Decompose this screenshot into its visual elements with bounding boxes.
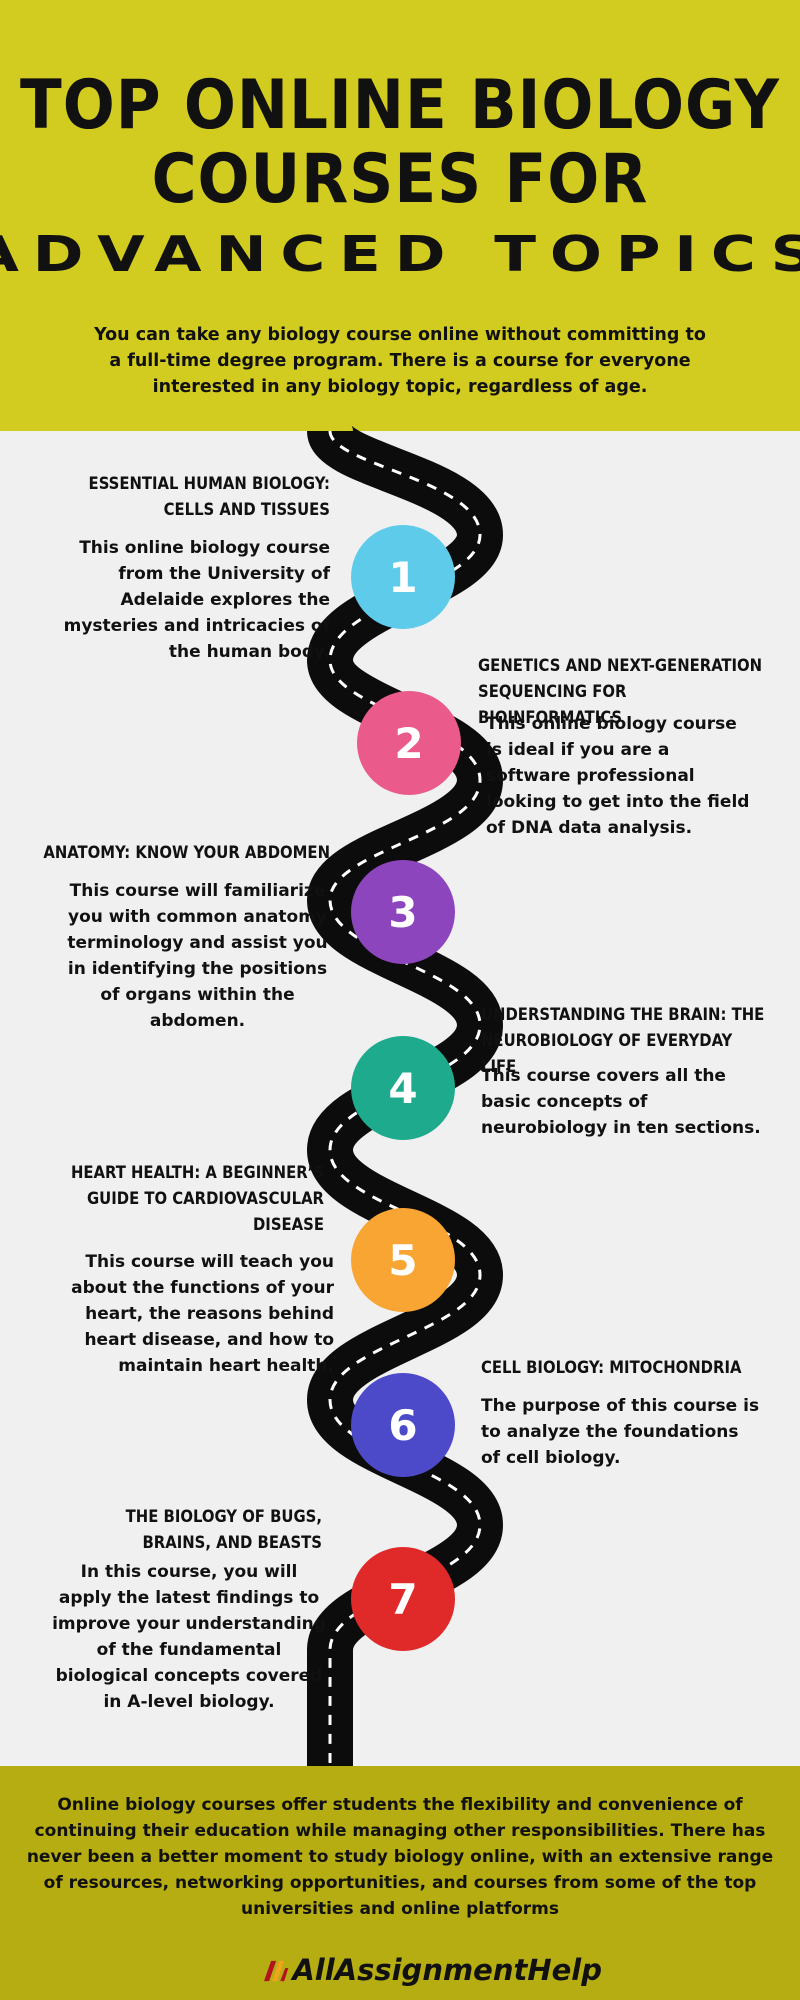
course-6-badge: 6 <box>351 1373 455 1477</box>
brand-mark-icon <box>264 1960 289 1982</box>
course-4-badge: 4 <box>351 1036 455 1140</box>
course-7-badge: 7 <box>351 1547 455 1651</box>
brand-logo[interactable]: AllAssignmentHelp <box>262 1948 602 1992</box>
course-1-badge: 1 <box>351 525 455 629</box>
course-7-title: THE BIOLOGY OF BUGS, BRAINS, AND BEASTS <box>125 1507 322 1552</box>
course-1-title: ESSENTIAL HUMAN BIOLOGY: CELLS AND TISSU… <box>88 474 330 519</box>
course-5-description: This course will teach you about the fun… <box>71 1252 334 1376</box>
header-band <box>0 0 800 431</box>
course-1-description: This online biology course from the Univ… <box>63 538 330 662</box>
road-center-line <box>328 430 482 1770</box>
course-2-badge: 2 <box>357 691 461 795</box>
course-4-title: UNDERSTANDING THE BRAIN: THE NEUROBIOLOG… <box>481 1005 765 1076</box>
course-6-description: The purpose of this course is to analyze… <box>481 1396 760 1468</box>
footer-band <box>0 1766 800 2000</box>
brand-name: AllAssignmentHelp <box>292 1953 602 1987</box>
course-5-badge: 5 <box>351 1208 455 1312</box>
course-5-title: HEART HEALTH: A BEGINNER’S GUIDE TO CARD… <box>70 1163 324 1234</box>
course-3-description: This course will familiarize you with co… <box>67 881 328 1031</box>
title-line-1: TOP ONLINE BIOLOGY <box>20 66 780 145</box>
closing-text: Online biology courses offer students th… <box>26 1795 774 1919</box>
course-6-title: CELL BIOLOGY: MITOCHONDRIA <box>481 1358 742 1377</box>
title-line-2: COURSES FOR <box>151 140 649 219</box>
course-3-badge: 3 <box>351 860 455 964</box>
course-2-title: GENETICS AND NEXT-GENERATION SEQUENCING … <box>478 656 763 727</box>
course-3-title: ANATOMY: KNOW YOUR ABDOMEN <box>43 843 330 862</box>
intro-text: You can take any biology course online w… <box>94 325 706 397</box>
subtitle: ADVANCED TOPICS <box>0 226 800 283</box>
course-7-description: In this course, you will apply the lates… <box>52 1562 326 1712</box>
course-4-description: This course covers all the basic concept… <box>481 1066 761 1138</box>
course-2-description: This online biology course is ideal if y… <box>486 714 750 838</box>
